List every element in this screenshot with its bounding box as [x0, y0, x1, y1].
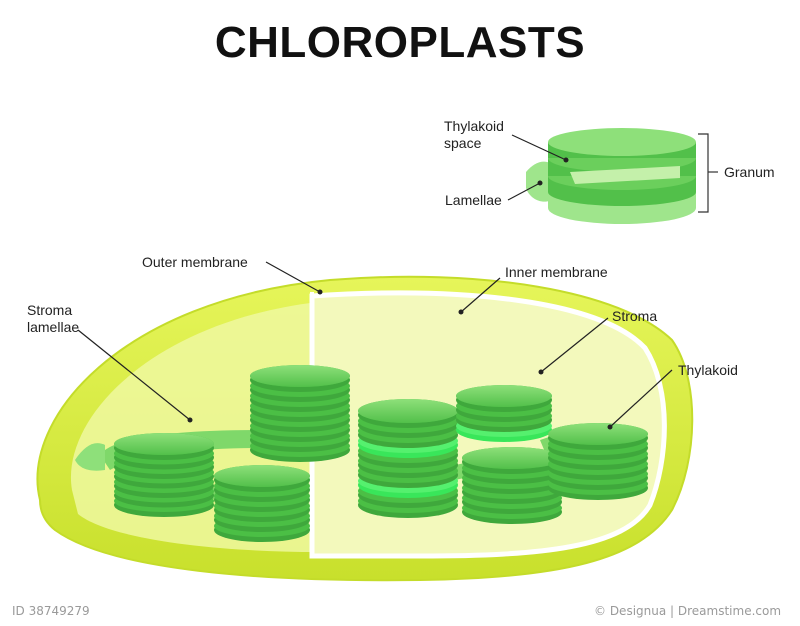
- granum-stack: [456, 385, 552, 442]
- leader-lines: [77, 134, 673, 428]
- label-stroma-lamellae-line1: Stroma: [27, 302, 73, 318]
- label-stroma: Stroma: [612, 308, 658, 324]
- leader-dots: [187, 157, 613, 430]
- granum-top-disc: [358, 399, 458, 423]
- leader-stroma: [540, 317, 609, 373]
- granum-stack: [548, 423, 648, 500]
- leader-outer-membrane: [265, 261, 321, 293]
- granum-top-disc: [456, 385, 552, 407]
- watermark-credit: © Designua | Dreamstime.com: [594, 604, 782, 618]
- leader-stroma-lamellae: [77, 329, 191, 421]
- granum-stack: [250, 365, 350, 462]
- label-granum: Granum: [724, 164, 775, 180]
- granum-stack: [462, 447, 562, 524]
- leader-lamellae: [507, 182, 541, 201]
- watermark-id: ID 38749279: [12, 604, 90, 618]
- granum-top-disc: [214, 465, 310, 487]
- leader-thylakoid: [609, 369, 673, 428]
- granum-top-disc: [250, 365, 350, 387]
- granum-stack: [358, 399, 458, 518]
- granum-stack: [114, 433, 214, 517]
- leader-thylakoid-space: [511, 134, 567, 161]
- granum-inset: [526, 128, 696, 224]
- label-inner-membrane: Inner membrane: [505, 264, 608, 280]
- page-title: CHLOROPLASTS: [214, 18, 586, 67]
- granum-stack: [214, 465, 310, 542]
- granum-top-disc: [462, 447, 562, 469]
- label-thylakoid-space-line1: Thylakoid: [444, 118, 504, 134]
- label-stroma-lamellae-line2: lamellae: [27, 319, 80, 335]
- label-stroma-lamellae: Stroma lamellae: [27, 302, 79, 336]
- leader-inner-membrane: [460, 277, 501, 313]
- label-thylakoid-space: Thylakoid space: [444, 118, 504, 152]
- label-outer-membrane: Outer membrane: [142, 254, 248, 270]
- granum-top-disc: [114, 433, 214, 455]
- grana-stacks: [114, 365, 648, 542]
- label-thylakoid-space-line2: space: [444, 135, 482, 151]
- granum-bracket: [698, 133, 709, 213]
- label-thylakoid: Thylakoid: [678, 362, 738, 378]
- label-lamellae: Lamellae: [445, 192, 502, 208]
- granum-top-disc: [548, 423, 648, 445]
